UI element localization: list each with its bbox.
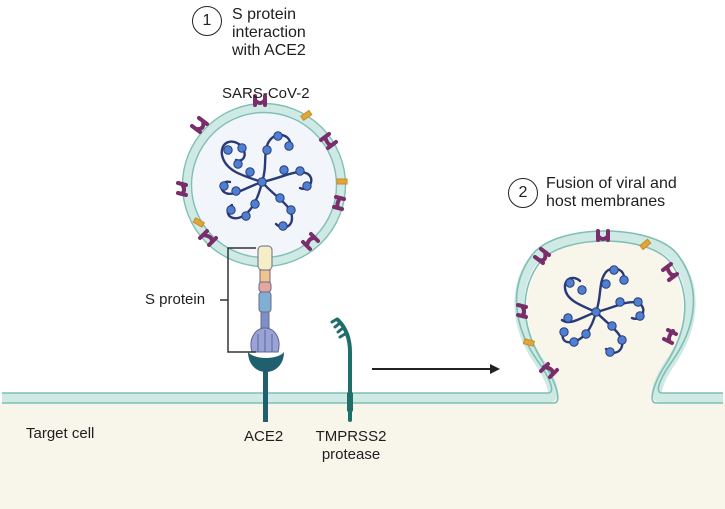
ace2-receptor-icon	[248, 352, 284, 422]
step-2-number: 2	[508, 178, 538, 208]
target-cell-label: Target cell	[26, 425, 95, 442]
spike-protein-icon	[176, 181, 188, 197]
tmprss2-protease-icon	[330, 317, 353, 422]
step-2-line-2: host membranes	[546, 193, 666, 210]
s-protein-bracket	[220, 247, 256, 353]
tmprss2-label-line-2: protease	[321, 446, 381, 463]
step-1-text: S protein interaction with ACE2	[232, 6, 306, 60]
step-2-text: Fusion of viral and host membranes	[546, 175, 677, 211]
virus-label: SARS-CoV-2	[222, 85, 310, 102]
step-1-line-1: S protein	[232, 6, 297, 23]
fused-spikes	[516, 229, 679, 379]
spike-protein-icon	[319, 132, 338, 150]
plasma-membrane-inner	[2, 240, 723, 404]
plasma-membrane	[2, 230, 723, 403]
fused-markers	[522, 238, 652, 347]
step-2-line-1: Fusion of viral and	[546, 175, 677, 192]
s-protein-structure	[250, 245, 280, 353]
step-1-line-3: with ACE2	[232, 42, 306, 59]
virion-spikes	[176, 94, 346, 251]
step-1-number: 1	[192, 6, 222, 36]
tmprss2-label: TMPRSS2 protease	[309, 428, 393, 464]
spike-protein-icon	[253, 94, 267, 107]
plasma-membrane-outer	[2, 230, 723, 394]
tmprss2-label-line-1: TMPRSS2	[315, 428, 387, 445]
virion-markers	[192, 109, 348, 228]
spike-protein-icon	[301, 232, 320, 251]
s-protein-label: S protein	[145, 291, 206, 308]
spike-protein-icon	[332, 195, 346, 211]
fused-rna-genome	[559, 265, 645, 357]
spike-protein-icon	[198, 229, 218, 247]
fusion-bulge-interior	[527, 232, 683, 402]
step-1-line-2: interaction	[232, 24, 306, 41]
spike-protein-icon	[190, 116, 209, 134]
ace2-label: ACE2	[244, 428, 284, 445]
target-cell-body	[0, 402, 725, 509]
rna-genome-icon	[219, 131, 313, 231]
